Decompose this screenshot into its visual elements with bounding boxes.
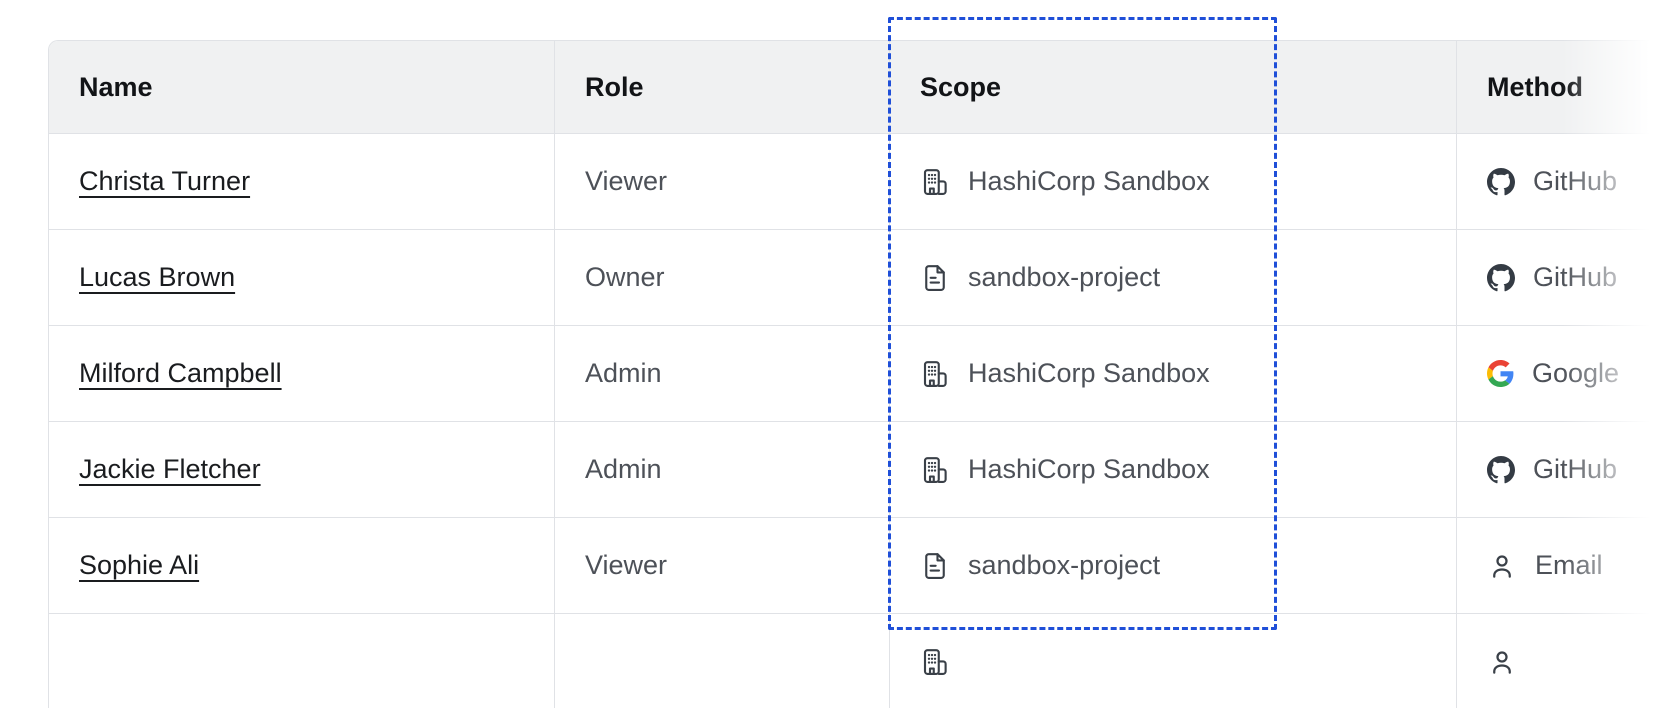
name-cell: Lucas Brown bbox=[49, 229, 554, 325]
google-icon bbox=[1487, 360, 1514, 387]
scope-cell: HashiCorp Sandbox bbox=[889, 421, 1456, 517]
column-header-name: Name bbox=[49, 41, 554, 133]
column-header-name-label: Name bbox=[79, 71, 153, 102]
scope-cell bbox=[889, 613, 1456, 708]
file-icon bbox=[925, 264, 945, 291]
name-cell: Sophie Ali bbox=[49, 517, 554, 613]
column-header-scope: Scope bbox=[889, 41, 1456, 133]
person-icon bbox=[1493, 554, 1511, 578]
scope-value: sandbox-project bbox=[968, 550, 1161, 580]
table-row: Jackie Fletcher Admin HashiCorp Sandbox … bbox=[49, 421, 1672, 517]
table-row: Lucas Brown Owner sandbox-project GitHub bbox=[49, 229, 1672, 325]
building-icon bbox=[923, 648, 947, 675]
column-header-role-label: Role bbox=[585, 71, 644, 102]
role-cell: Admin bbox=[554, 421, 889, 517]
method-value: Google bbox=[1532, 358, 1620, 388]
column-header-scope-label: Scope bbox=[920, 71, 1002, 102]
table-body: Christa Turner Viewer HashiCorp Sandbox … bbox=[49, 133, 1672, 708]
page: { "annotation": { "type": "dashed-highli… bbox=[48, 0, 1672, 708]
table-row-partial bbox=[49, 613, 1672, 708]
building-icon bbox=[923, 456, 947, 483]
scope-value: HashiCorp Sandbox bbox=[968, 454, 1210, 484]
table-header-row: Name Role Scope Method bbox=[49, 41, 1672, 133]
member-name-link[interactable]: Jackie Fletcher bbox=[79, 454, 261, 484]
member-name-link[interactable]: Sophie Ali bbox=[79, 550, 200, 580]
github-icon bbox=[1487, 263, 1515, 291]
method-cell: GitHub bbox=[1456, 421, 1672, 517]
method-value: GitHub bbox=[1533, 454, 1618, 484]
role-cell bbox=[554, 613, 889, 708]
method-cell: GitHub bbox=[1456, 229, 1672, 325]
method-cell: GitHub bbox=[1456, 133, 1672, 229]
role-cell: Admin bbox=[554, 325, 889, 421]
method-value: Email bbox=[1535, 550, 1603, 580]
file-icon bbox=[925, 552, 945, 579]
method-cell bbox=[1456, 613, 1672, 708]
role-value: Admin bbox=[585, 358, 662, 388]
github-icon bbox=[1487, 167, 1515, 195]
name-cell: Christa Turner bbox=[49, 133, 554, 229]
role-value: Owner bbox=[585, 262, 665, 292]
github-icon bbox=[1487, 455, 1515, 483]
table-row: Milford Campbell Admin HashiCorp Sandbox… bbox=[49, 325, 1672, 421]
scope-cell: sandbox-project bbox=[889, 229, 1456, 325]
role-value: Viewer bbox=[585, 550, 668, 580]
role-cell: Owner bbox=[554, 229, 889, 325]
name-cell: Milford Campbell bbox=[49, 325, 554, 421]
building-icon bbox=[923, 168, 947, 195]
scope-value: HashiCorp Sandbox bbox=[968, 166, 1210, 196]
method-cell: Google bbox=[1456, 325, 1672, 421]
table-row: Christa Turner Viewer HashiCorp Sandbox … bbox=[49, 133, 1672, 229]
role-cell: Viewer bbox=[554, 133, 889, 229]
scope-value: sandbox-project bbox=[968, 262, 1161, 292]
role-cell: Viewer bbox=[554, 517, 889, 613]
column-header-method: Method bbox=[1456, 41, 1672, 133]
role-value: Admin bbox=[585, 454, 662, 484]
scope-value: HashiCorp Sandbox bbox=[968, 358, 1210, 388]
role-value: Viewer bbox=[585, 166, 668, 196]
member-name-link[interactable]: Lucas Brown bbox=[79, 262, 236, 292]
name-cell: Jackie Fletcher bbox=[49, 421, 554, 517]
name-cell bbox=[49, 613, 554, 708]
column-header-method-label: Method bbox=[1487, 71, 1583, 102]
scope-cell: HashiCorp Sandbox bbox=[889, 133, 1456, 229]
method-value: GitHub bbox=[1533, 262, 1618, 292]
building-icon bbox=[923, 360, 947, 387]
member-name-link[interactable]: Christa Turner bbox=[79, 166, 251, 196]
members-table: Name Role Scope Method Christa Turner Vi… bbox=[48, 40, 1672, 708]
scope-cell: HashiCorp Sandbox bbox=[889, 325, 1456, 421]
method-cell: Email bbox=[1456, 517, 1672, 613]
method-value: GitHub bbox=[1533, 166, 1618, 196]
person-icon bbox=[1493, 650, 1511, 674]
column-header-role: Role bbox=[554, 41, 889, 133]
member-name-link[interactable]: Milford Campbell bbox=[79, 358, 282, 388]
scope-cell: sandbox-project bbox=[889, 517, 1456, 613]
table-row: Sophie Ali Viewer sandbox-project Email bbox=[49, 517, 1672, 613]
